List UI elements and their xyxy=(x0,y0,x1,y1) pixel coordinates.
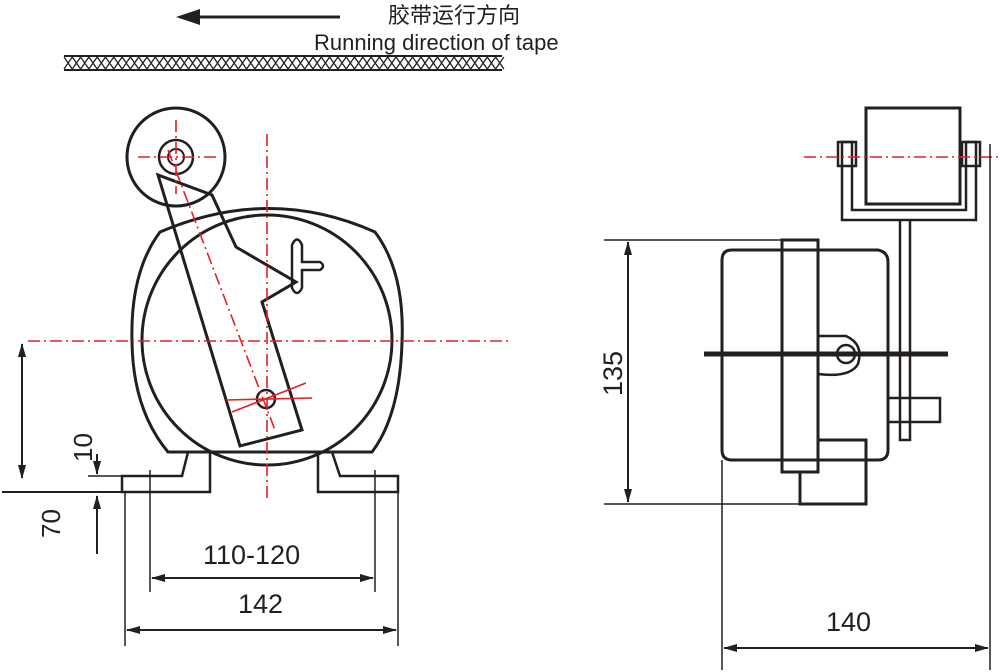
dim-135-label: 135 xyxy=(598,351,628,396)
pivot-cross-b xyxy=(231,382,307,413)
side-fork-left-cap xyxy=(836,140,858,168)
left-foot xyxy=(120,451,212,494)
dim-142-label: 142 xyxy=(238,589,283,619)
lever-arm xyxy=(155,172,304,448)
dim-140-label: 140 xyxy=(826,607,871,637)
pivot-cross-a xyxy=(225,397,313,401)
side-pivot xyxy=(835,343,857,365)
side-base xyxy=(798,438,868,506)
conveyor-belt xyxy=(63,55,505,71)
housing-outer xyxy=(130,207,404,454)
belt-hatch xyxy=(63,56,505,70)
right-foot xyxy=(316,450,400,494)
side-shaft xyxy=(898,220,912,442)
lever-axis-centerline xyxy=(167,149,276,431)
dim-70-label: 70 xyxy=(36,509,66,538)
cam-notch xyxy=(290,238,325,295)
front-view: 70 10 110-120 142 xyxy=(2,106,508,646)
side-fork-right-cap xyxy=(960,140,982,168)
side-roller xyxy=(864,106,962,206)
roller-wheel xyxy=(125,106,227,208)
side-view: 135 140 xyxy=(598,106,1000,670)
side-housing xyxy=(720,248,890,462)
direction-arrow-head xyxy=(176,9,200,25)
side-roller-fork xyxy=(840,140,978,222)
dim-110-label: 110-120 xyxy=(203,540,300,570)
tape-direction-group: 胶带运行方向 Running direction of tape xyxy=(176,3,559,55)
side-bracket xyxy=(817,334,861,377)
direction-title-cn: 胶带运行方向 xyxy=(388,3,520,28)
dim-10-label: 10 xyxy=(68,433,98,462)
side-shaft-boss xyxy=(886,396,942,424)
direction-title-en: Running direction of tape xyxy=(314,30,559,55)
